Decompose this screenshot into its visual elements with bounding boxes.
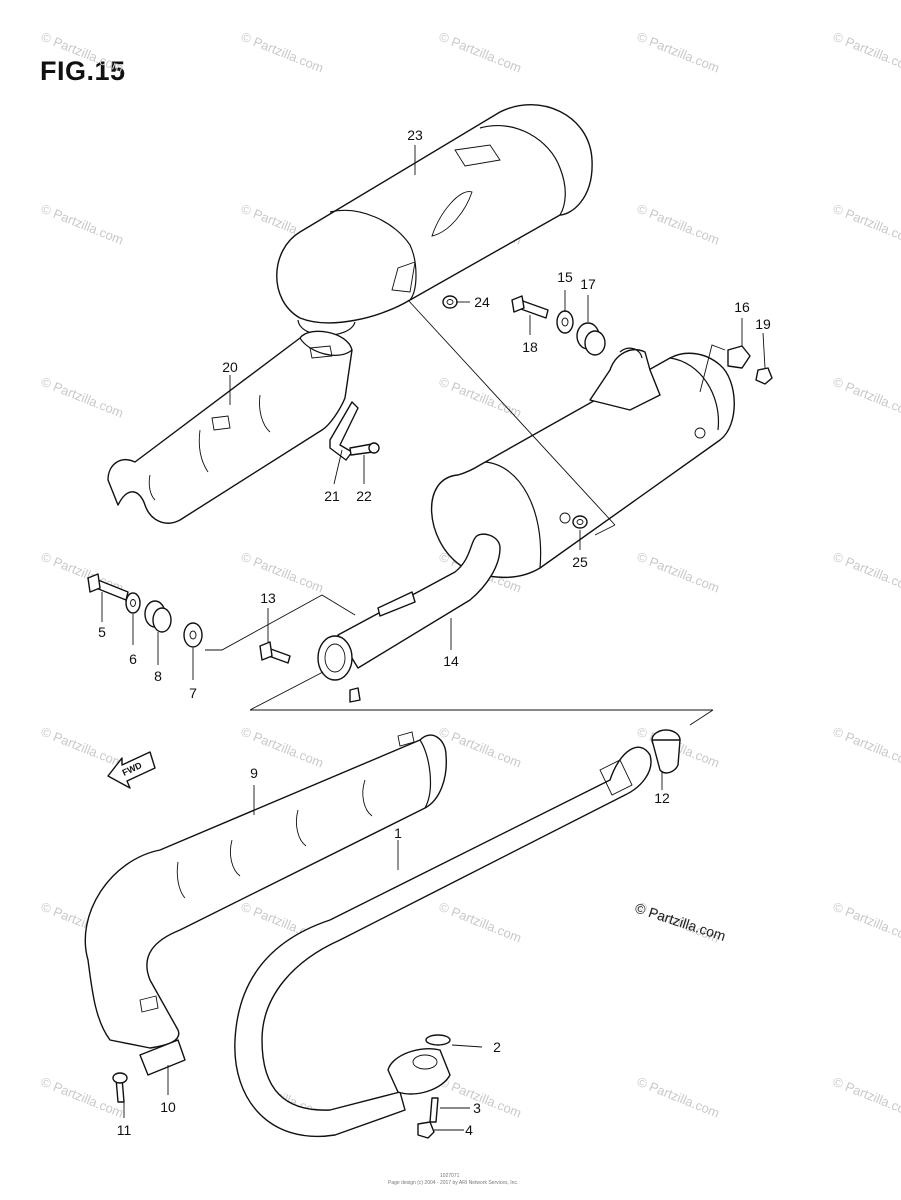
callout-13[interactable]: 13	[260, 590, 276, 606]
watermark-text: © Partzilla.com	[437, 899, 524, 946]
part-4-nut[interactable]	[417, 1121, 435, 1139]
watermark-text: © Partzilla.com	[635, 29, 722, 76]
callout-2[interactable]: 2	[493, 1039, 501, 1055]
part-17-bushing[interactable]	[576, 322, 606, 356]
watermark-text: © Partzilla.com	[39, 29, 126, 76]
part-6-washer[interactable]	[125, 592, 141, 614]
callout-10[interactable]: 10	[160, 1099, 176, 1115]
footer-notice: Page design (c) 2004 - 2017 by ARI Netwo…	[388, 1180, 518, 1186]
callout-12[interactable]: 12	[654, 790, 670, 806]
watermark-text: © Partzilla.com	[39, 724, 126, 771]
callout-17[interactable]: 17	[580, 276, 596, 292]
callout-15[interactable]: 15	[557, 269, 573, 285]
part-3-stud[interactable]	[429, 1097, 439, 1123]
part-10-clamp[interactable]	[139, 1039, 186, 1076]
muffler-body[interactable]	[430, 347, 735, 579]
part-21-bracket[interactable]	[329, 401, 359, 461]
part-11-screw[interactable]	[112, 1072, 128, 1103]
watermark-text: © Partzilla.com	[239, 724, 326, 771]
watermark-text: © Partzilla.com	[239, 29, 326, 76]
part-13-bolt[interactable]	[259, 641, 291, 664]
watermark-text: © Partzilla.com	[39, 374, 126, 421]
watermark-text: © Partzilla.com	[437, 29, 524, 76]
fwd-arrow-icon: FWD	[107, 751, 156, 789]
part-12-gasket[interactable]	[651, 729, 681, 774]
watermark-text: © Partzilla.com	[831, 549, 901, 596]
part-7-collar[interactable]	[183, 622, 203, 648]
watermark-text: © Partzilla.com	[831, 724, 901, 771]
callout-24[interactable]: 24	[474, 294, 490, 310]
watermark-text: © Partzilla.com	[635, 549, 722, 596]
copyright-notice: © Partzilla.com	[633, 900, 728, 944]
callout-14[interactable]: 14	[443, 653, 459, 669]
watermark-text: © Partzilla.com	[635, 201, 722, 248]
watermark-text: © Partzilla.com	[831, 1074, 901, 1121]
callout-4[interactable]: 4	[465, 1122, 473, 1138]
callout-7[interactable]: 7	[189, 685, 197, 701]
exhaust-flange[interactable]	[387, 1048, 451, 1095]
part-1-exhaust-pipe[interactable]	[234, 746, 652, 1138]
watermark-text: © Partzilla.com	[437, 374, 524, 421]
callout-1[interactable]: 1	[394, 825, 402, 841]
part-2-gasket[interactable]	[425, 1034, 451, 1046]
callout-5[interactable]: 5	[98, 624, 106, 640]
watermark-text: © Partzilla.com	[831, 374, 901, 421]
callout-20[interactable]: 20	[222, 359, 238, 375]
callout-8[interactable]: 8	[154, 668, 162, 684]
watermark-text: © Partzilla.com	[635, 1074, 722, 1121]
part-18-bolt[interactable]	[511, 295, 549, 319]
watermark-text: © Partzilla.com	[831, 29, 901, 76]
watermark-text: © Partzilla.com	[831, 201, 901, 248]
part-25-washer[interactable]	[572, 515, 588, 529]
callout-19[interactable]: 19	[755, 316, 771, 332]
callout-21[interactable]: 21	[324, 488, 340, 504]
part-20-pipe-cover[interactable]	[107, 330, 353, 524]
part-8-bushing[interactable]	[144, 600, 172, 633]
callout-6[interactable]: 6	[129, 651, 137, 667]
part-19-nut[interactable]	[755, 367, 773, 385]
callout-25[interactable]: 25	[572, 554, 588, 570]
callout-11[interactable]: 11	[117, 1122, 132, 1138]
watermark-text: © Partzilla.com	[239, 549, 326, 596]
callout-18[interactable]: 18	[522, 339, 538, 355]
part-9-exhaust-cover[interactable]	[84, 731, 447, 1049]
figure-title: FIG.15	[40, 56, 126, 86]
watermark-text: © Partzilla.com	[39, 201, 126, 248]
callout-9[interactable]: 9	[250, 765, 258, 781]
part-22-screw[interactable]	[349, 442, 380, 456]
part-16-bolt[interactable]	[727, 345, 751, 369]
callout-16[interactable]: 16	[734, 299, 750, 315]
part-24-washer[interactable]	[442, 295, 458, 309]
watermark-text: © Partzilla.com	[831, 899, 901, 946]
part-15-washer[interactable]	[556, 310, 574, 334]
part-14-connector-pipe[interactable]	[317, 533, 501, 703]
callout-22[interactable]: 22	[356, 488, 372, 504]
callout-3[interactable]: 3	[473, 1100, 481, 1116]
callout-23[interactable]: 23	[407, 127, 423, 143]
footer-code: 1027071	[440, 1173, 460, 1179]
part-23-muffler-cover[interactable]	[276, 104, 593, 336]
leader-lines	[101, 145, 766, 1131]
watermark-text: © Partzilla.com	[39, 1074, 126, 1121]
watermark-text: © Partzilla.com	[437, 724, 524, 771]
